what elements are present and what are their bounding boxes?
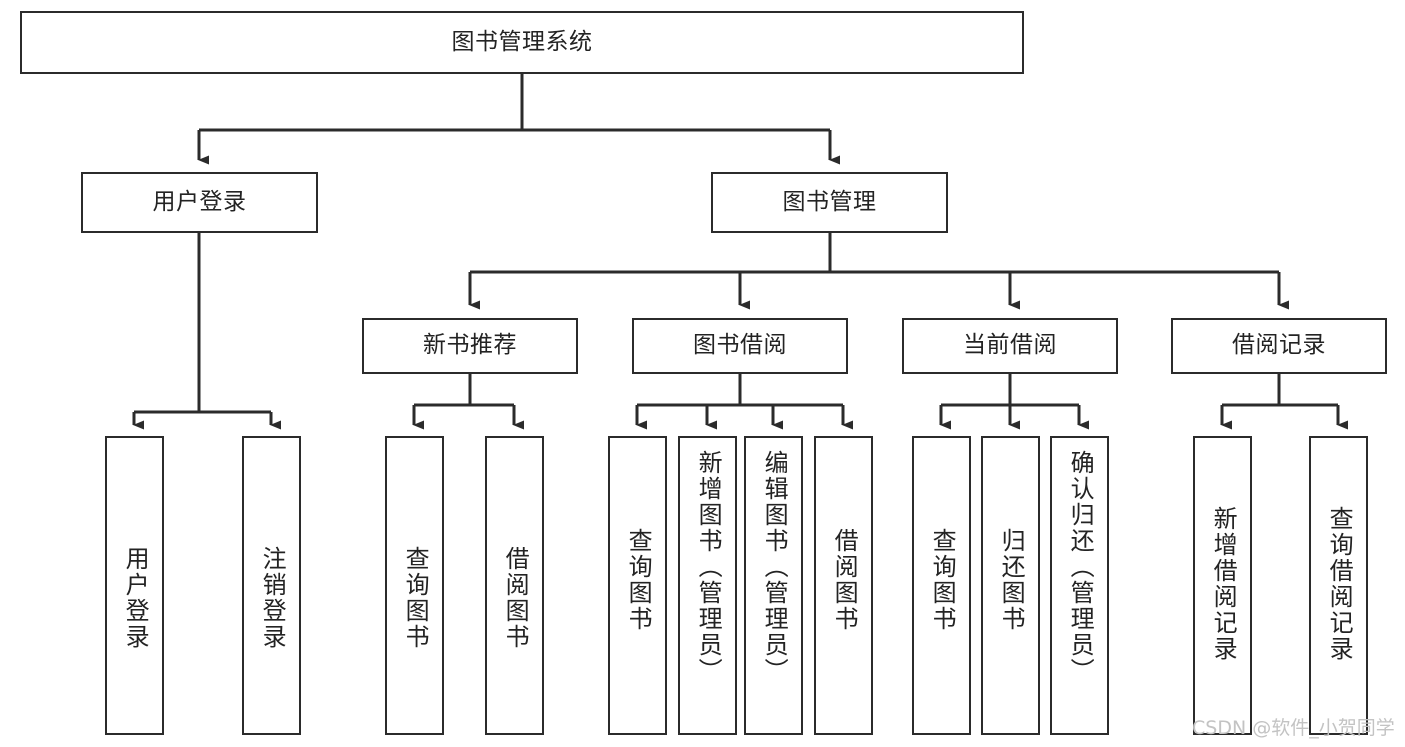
- node-book-management-label: 图书管理: [782, 188, 877, 215]
- node-leaf-add-borrow-record-label: 新增借阅记录: [1209, 506, 1238, 662]
- node-leaf-query-book-recommend-label: 查询图书: [401, 546, 430, 650]
- watermark: CSDN @软件_小贺同学: [1192, 717, 1395, 739]
- node-leaf-borrow-book-label: 借阅图书: [830, 528, 859, 632]
- node-user-login[interactable]: 用户登录: [81, 172, 318, 233]
- node-leaf-return-book[interactable]: 归还图书: [981, 436, 1040, 735]
- node-leaf-confirm-return[interactable]: 确认归还（管理员）: [1050, 436, 1109, 735]
- node-leaf-borrow-book-recommend-label: 借阅图书: [501, 546, 530, 650]
- node-leaf-query-borrow-record[interactable]: 查询借阅记录: [1309, 436, 1368, 735]
- node-root-label: 图书管理系统: [451, 28, 593, 55]
- node-book-borrow-label: 图书借阅: [693, 332, 787, 359]
- node-leaf-query-book-borrow-label: 查询图书: [624, 528, 653, 632]
- node-leaf-edit-book[interactable]: 编辑图书（管理员）: [744, 436, 803, 735]
- node-book-management[interactable]: 图书管理: [711, 172, 948, 233]
- node-borrow-record[interactable]: 借阅记录: [1171, 318, 1387, 374]
- node-current-borrow[interactable]: 当前借阅: [902, 318, 1118, 374]
- node-leaf-logout-label: 注销登录: [258, 546, 287, 650]
- node-leaf-query-book-current-label: 查询图书: [928, 528, 957, 632]
- node-leaf-query-book-recommend[interactable]: 查询图书: [385, 436, 444, 735]
- node-borrow-record-label: 借阅记录: [1232, 332, 1326, 359]
- node-leaf-return-book-label: 归还图书: [997, 528, 1026, 632]
- node-leaf-add-book-label: 新增图书（管理员）: [694, 450, 723, 684]
- node-leaf-confirm-return-label: 确认归还（管理员）: [1066, 450, 1095, 684]
- node-leaf-borrow-book-recommend[interactable]: 借阅图书: [485, 436, 544, 735]
- node-new-book-recommend-label: 新书推荐: [423, 332, 517, 359]
- node-leaf-query-borrow-record-label: 查询借阅记录: [1325, 506, 1354, 662]
- node-leaf-add-borrow-record[interactable]: 新增借阅记录: [1193, 436, 1252, 735]
- node-leaf-add-book[interactable]: 新增图书（管理员）: [678, 436, 737, 735]
- node-leaf-logout[interactable]: 注销登录: [242, 436, 301, 735]
- node-leaf-edit-book-label: 编辑图书（管理员）: [760, 450, 789, 684]
- node-leaf-user-login[interactable]: 用户登录: [105, 436, 164, 735]
- node-root[interactable]: 图书管理系统: [20, 11, 1024, 74]
- node-leaf-user-login-label: 用户登录: [121, 546, 150, 650]
- node-leaf-query-book-current[interactable]: 查询图书: [912, 436, 971, 735]
- node-user-login-label: 用户登录: [152, 188, 247, 215]
- node-leaf-borrow-book[interactable]: 借阅图书: [814, 436, 873, 735]
- node-book-borrow[interactable]: 图书借阅: [632, 318, 848, 374]
- node-current-borrow-label: 当前借阅: [963, 332, 1057, 359]
- node-new-book-recommend[interactable]: 新书推荐: [362, 318, 578, 374]
- node-leaf-query-book-borrow[interactable]: 查询图书: [608, 436, 667, 735]
